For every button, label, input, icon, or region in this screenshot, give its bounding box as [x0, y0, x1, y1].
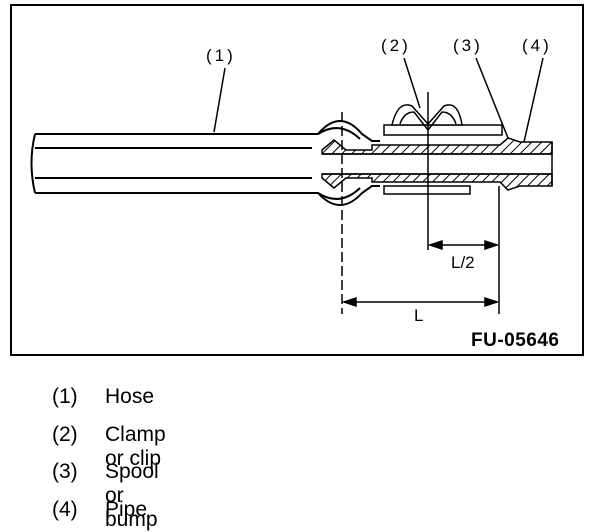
clamp-band-top [383, 124, 503, 136]
callout-pipe: (4) [522, 36, 552, 55]
dimension-full-label: L [414, 306, 424, 325]
callout-clamp: (2) [381, 36, 411, 55]
legend-number: (4) [52, 497, 78, 521]
hose-bulge [317, 127, 361, 200]
leader-2 [403, 57, 421, 109]
callout-hose: (1) [206, 46, 236, 65]
legend-label: Pipe [105, 497, 148, 521]
legend-label: Spool or bump [105, 460, 159, 531]
diagram-drawing [10, 4, 584, 356]
leader-lines [213, 57, 544, 143]
legend-number: (3) [52, 460, 78, 483]
pipe [321, 137, 553, 191]
figure-frame [10, 4, 584, 356]
hose-clamp-diagram: (1) (2) (3) (4) L/2 L FU-05646 [10, 4, 584, 356]
dimension-half [427, 239, 500, 251]
callout-spool: (3) [453, 36, 483, 55]
leader-1 [213, 67, 226, 133]
leader-3 [475, 57, 509, 139]
legend-number: (1) [52, 385, 78, 408]
legend-number: (2) [52, 422, 78, 446]
clamp-band-bottom [383, 185, 471, 195]
legend-label: Clamp or clip [105, 422, 166, 470]
clamp [383, 92, 503, 195]
dimension-full [341, 296, 500, 308]
dimension-half-label: L/2 [451, 253, 475, 272]
figure-code: FU-05646 [471, 330, 560, 351]
legend-label: Hose [105, 385, 155, 408]
leader-4 [523, 57, 544, 143]
